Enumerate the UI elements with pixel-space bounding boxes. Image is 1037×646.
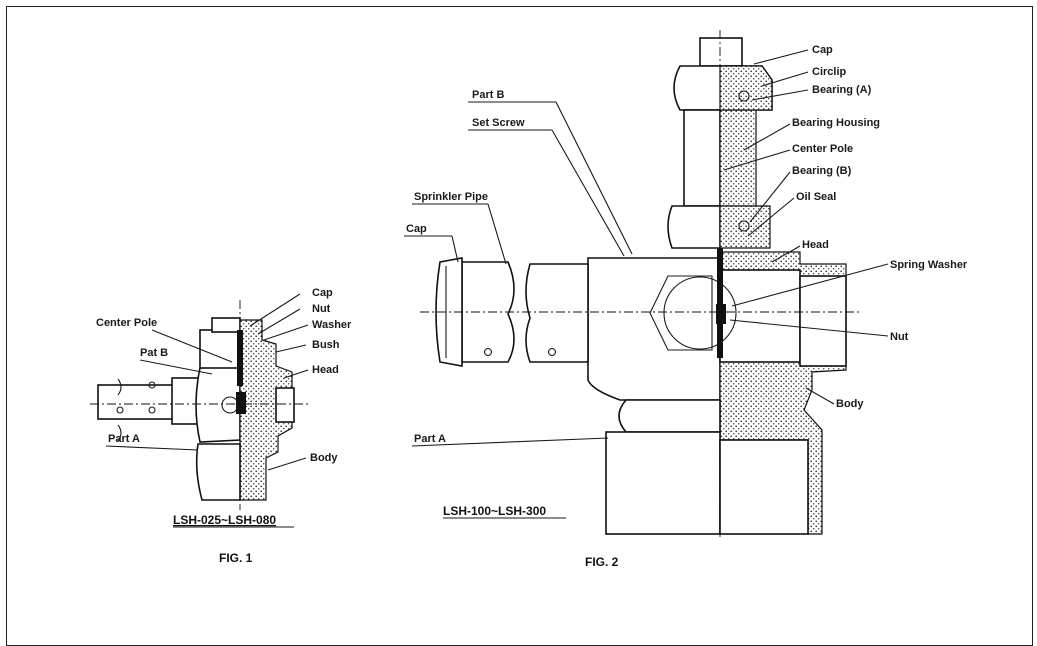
fig2-model: LSH-100~LSH-300 — [443, 504, 546, 518]
fig2-label-oil-seal: Oil Seal — [796, 191, 836, 203]
fig2-drawing — [420, 30, 860, 540]
fig2-label-body: Body — [836, 398, 864, 410]
fig2-part-a — [605, 431, 721, 535]
fig2-label-part-a: Part A — [414, 433, 446, 445]
fig1-label-cap: Cap — [312, 287, 333, 299]
fig1-body — [195, 443, 241, 501]
fig1-label-bush: Bush — [312, 339, 340, 351]
fig1-drawing — [90, 300, 310, 510]
fig1-label-part-a: Part A — [108, 433, 140, 445]
fig2-label-bearing-a: Bearing (A) — [812, 84, 872, 96]
fig1-pipe — [97, 384, 179, 420]
fig2-label-bearing-b: Bearing (B) — [792, 165, 852, 177]
fig1-label-nut: Nut — [312, 303, 331, 315]
fig2-caption: FIG. 2 — [585, 555, 619, 569]
fig1-label-pat-b: Pat B — [140, 347, 168, 359]
fig2-label-nut: Nut — [890, 331, 909, 343]
fig1-model: LSH-025~LSH-080 — [173, 513, 276, 527]
fig2-label-cap-top: Cap — [812, 44, 833, 56]
fig2-label-circlip: Circlip — [812, 66, 847, 78]
fig2-label-part-b: Part B — [472, 89, 504, 101]
fig2-top-cap — [699, 37, 743, 67]
fig2-sprinkler-pipe — [525, 263, 589, 363]
fig1-label-body: Body — [310, 452, 338, 464]
fig2-label-cap-left: Cap — [406, 223, 427, 235]
fig1-leaders — [105, 293, 309, 471]
fig2-label-sprinkler-pipe: Sprinkler Pipe — [414, 191, 488, 203]
fig1-label-head: Head — [312, 364, 339, 376]
fig2-leaders — [404, 49, 889, 447]
fig1-label-washer: Washer — [312, 319, 352, 331]
fig2-label-set-screw: Set Screw — [472, 117, 525, 129]
fig2-label-spring-washer: Spring Washer — [890, 259, 968, 271]
fig1-head — [239, 319, 293, 501]
fig1-label-center-pole: Center Pole — [96, 317, 157, 329]
fig2-bearing-housing — [683, 109, 721, 207]
fig2-label-head: Head — [802, 239, 829, 251]
fig2-label-bearing-housing: Bearing Housing — [792, 117, 880, 129]
fig2-label-center-pole: Center Pole — [792, 143, 853, 155]
fig2-body-left — [587, 257, 721, 401]
fig1-caption: FIG. 1 — [219, 551, 253, 565]
